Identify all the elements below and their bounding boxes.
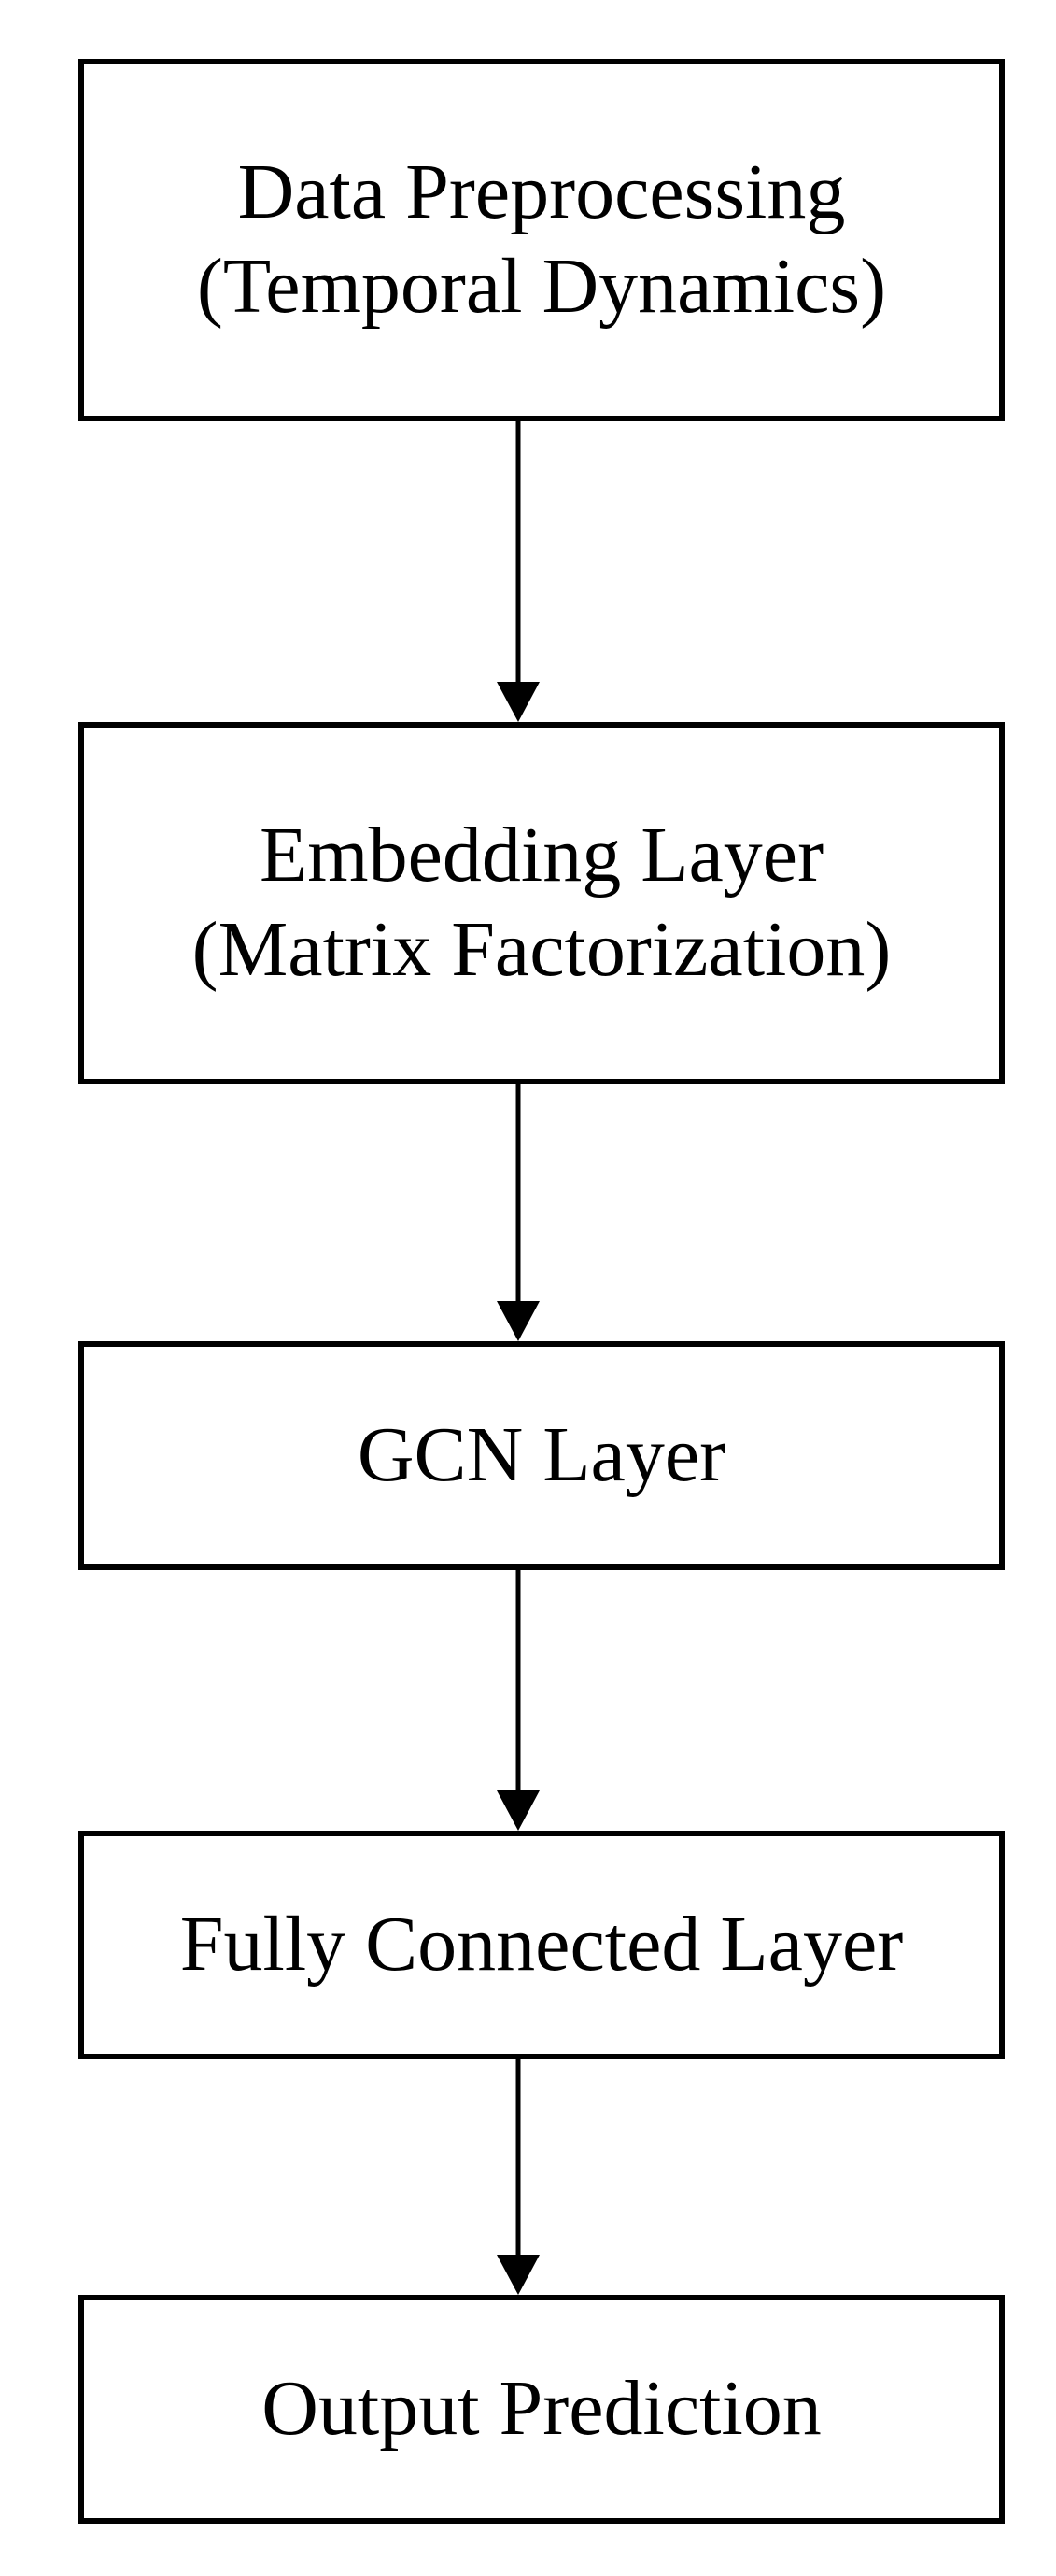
arrow-4 xyxy=(497,2059,540,2295)
arrow-3 xyxy=(497,1570,540,1831)
step-title: Output Prediction xyxy=(261,2365,822,2453)
step-fully-connected-layer: Fully Connected Layer xyxy=(78,1831,1005,2059)
step-embedding-layer: Embedding Layer (Matrix Factorization) xyxy=(78,722,1005,1084)
step-title: Data Preprocessing xyxy=(237,149,846,236)
step-data-preprocessing: Data Preprocessing (Temporal Dynamics) xyxy=(78,59,1005,421)
arrow-1 xyxy=(497,421,540,722)
step-subtitle: (Temporal Dynamics) xyxy=(196,243,887,330)
step-gcn-layer: GCN Layer xyxy=(78,1341,1005,1570)
step-title: GCN Layer xyxy=(357,1411,726,1499)
step-title: Fully Connected Layer xyxy=(179,1901,904,1989)
step-output-prediction: Output Prediction xyxy=(78,2295,1005,2524)
arrow-2 xyxy=(497,1084,540,1341)
step-title: Embedding Layer xyxy=(259,812,824,899)
step-subtitle: (Matrix Factorization) xyxy=(191,906,892,993)
